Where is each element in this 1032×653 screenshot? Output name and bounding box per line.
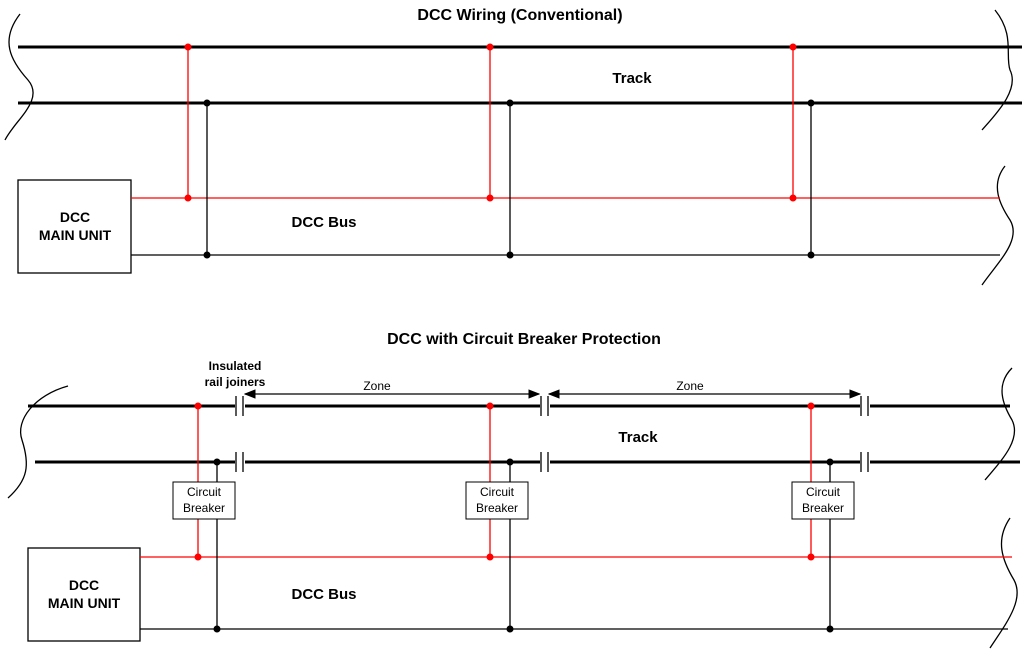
- bottom-black-junction-bus-3: [826, 625, 834, 633]
- breaker-2-line1: Circuit: [480, 485, 515, 499]
- bottom-black-junction-rail-2: [506, 458, 514, 466]
- bottom-black-junction-bus-2: [506, 625, 514, 633]
- top-red-junction-rail-3: [789, 43, 797, 51]
- bottom-black-junction-bus-1: [213, 625, 221, 633]
- breaker-2-line2: Breaker: [476, 501, 518, 515]
- bottom-feeder-group-1: Circuit Breaker: [172, 402, 236, 633]
- bottom-track-label: Track: [618, 429, 658, 446]
- joiner-label-line2: rail joiners: [205, 375, 266, 389]
- top-black-junction-bus-2: [506, 251, 514, 259]
- insulated-joiner-set-3: [860, 395, 870, 473]
- bottom-right-bus-break-mark: [989, 517, 1018, 649]
- top-red-junction-rail-1: [184, 43, 192, 51]
- top-dcc-main-unit-box: [17, 179, 132, 274]
- breaker-3-line1: Circuit: [806, 485, 841, 499]
- bottom-red-junction-bus-1: [194, 553, 202, 561]
- top-right-bus-break-mark: [981, 165, 1014, 286]
- top-black-junction-rail-2: [506, 99, 514, 107]
- top-feeder-group-1: [184, 43, 211, 259]
- bottom-feeder-group-2: Circuit Breaker: [465, 402, 529, 633]
- bottom-red-junction-bus-3: [807, 553, 815, 561]
- zone-label-1: Zone: [363, 379, 391, 393]
- zone-label-2: Zone: [676, 379, 704, 393]
- bottom-left-break-mark: [7, 385, 69, 499]
- top-left-break-mark: [4, 13, 34, 141]
- bottom-red-junction-rail-2: [486, 402, 494, 410]
- circuit-breaker-box-2: [465, 481, 529, 520]
- breaker-1-line2: Breaker: [183, 501, 225, 515]
- breaker-title: DCC with Circuit Breaker Protection: [387, 331, 661, 348]
- top-right-track-break-mark: [981, 9, 1013, 131]
- bottom-dcc-main-unit-box: [27, 547, 141, 642]
- top-black-junction-bus-1: [203, 251, 211, 259]
- top-black-junction-bus-3: [807, 251, 815, 259]
- top-feeder-group-2: [486, 43, 514, 259]
- top-track-label: Track: [612, 70, 652, 87]
- bottom-main-unit-line2: MAIN UNIT: [48, 595, 121, 611]
- insulated-joiner-set-2: [540, 395, 550, 473]
- bottom-right-track-break-mark: [984, 367, 1016, 481]
- bottom-black-junction-rail-1: [213, 458, 221, 466]
- top-red-junction-rail-2: [486, 43, 494, 51]
- breaker-1-line1: Circuit: [187, 485, 222, 499]
- top-main-unit-line2: MAIN UNIT: [39, 227, 112, 243]
- conventional-wiring-diagram: DCC Wiring (Conventional) Track DCC MAIN…: [4, 7, 1022, 286]
- breaker-3-line2: Breaker: [802, 501, 844, 515]
- top-red-junction-bus-3: [789, 194, 797, 202]
- bottom-red-junction-bus-2: [486, 553, 494, 561]
- insulated-joiner-set-1: [235, 395, 245, 473]
- bottom-bus-label: DCC Bus: [291, 586, 356, 603]
- circuit-breaker-box-1: [172, 481, 236, 520]
- top-red-junction-bus-2: [486, 194, 494, 202]
- top-red-junction-bus-1: [184, 194, 192, 202]
- joiner-label-line1: Insulated: [209, 359, 262, 373]
- top-black-junction-rail-1: [203, 99, 211, 107]
- circuit-breaker-box-3: [791, 481, 855, 520]
- top-main-unit-line1: DCC: [60, 209, 90, 225]
- bottom-feeder-group-3: Circuit Breaker: [791, 402, 855, 633]
- bottom-black-junction-rail-3: [826, 458, 834, 466]
- conventional-title: DCC Wiring (Conventional): [417, 7, 622, 24]
- bottom-main-unit-line1: DCC: [69, 577, 99, 593]
- top-black-junction-rail-3: [807, 99, 815, 107]
- bottom-red-junction-rail-1: [194, 402, 202, 410]
- bottom-red-junction-rail-3: [807, 402, 815, 410]
- top-feeder-group-3: [789, 43, 815, 259]
- circuit-breaker-diagram: DCC with Circuit Breaker Protection Trac…: [7, 331, 1020, 649]
- top-bus-label: DCC Bus: [291, 214, 356, 231]
